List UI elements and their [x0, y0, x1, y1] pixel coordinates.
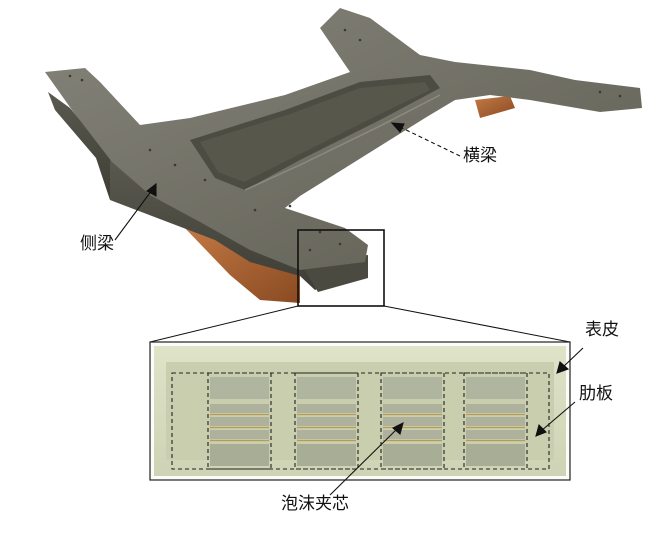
label-rib: 肋板	[579, 384, 613, 404]
foam-cell	[463, 372, 528, 470]
label-crossbeam: 横梁	[463, 146, 497, 166]
foam-cell	[380, 372, 445, 470]
label-foam-core: 泡沫夹芯	[281, 494, 349, 514]
label-skin: 表皮	[585, 320, 619, 340]
label-sidebeam: 侧梁	[80, 234, 114, 254]
arrows	[114, 122, 584, 496]
detail-box	[297, 229, 385, 307]
foam-cell	[294, 372, 359, 470]
cross-section	[149, 341, 571, 481]
foam-cell	[207, 372, 272, 470]
composite-frame	[45, 8, 642, 292]
zoom-lines	[149, 305, 571, 343]
